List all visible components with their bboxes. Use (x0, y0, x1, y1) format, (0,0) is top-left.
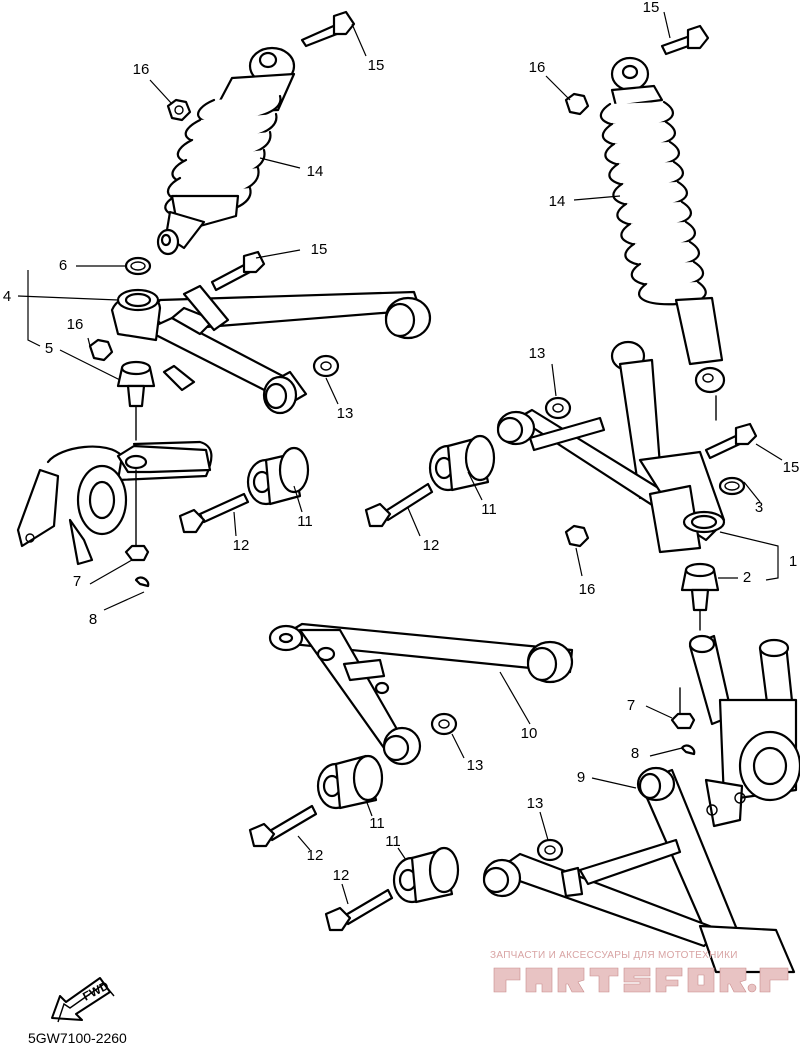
callout-13-lower-right: 13 (526, 795, 544, 812)
callout-15-top-left: 15 (367, 57, 385, 74)
callout-11-lower-left: 11 (369, 815, 385, 832)
callout-10: 10 (520, 725, 538, 742)
fwd-arrow-icon (51, 977, 115, 1023)
callout-11-upper-left: 11 (297, 513, 313, 530)
cotter-pin-8-right (680, 744, 696, 756)
callout-15-mid-left: 15 (310, 241, 328, 258)
watermark-tagline: ЗАПЧАСТИ И АКСЕССУАРЫ ДЛЯ МОТОТЕХНИКИ (490, 950, 738, 961)
callout-6: 6 (58, 257, 68, 274)
shock-absorber-left (156, 46, 296, 256)
bushing-11-lower-right (392, 846, 460, 904)
nut-16-top-right (564, 92, 590, 116)
callout-12-upper-left: 12 (232, 537, 250, 554)
callout-14-left: 14 (306, 163, 324, 180)
callout-16-left: 16 (66, 316, 84, 333)
nut-7-right (670, 687, 696, 730)
watermark-logo (493, 967, 789, 993)
nut-16-top-left (166, 98, 192, 122)
callout-1: 1 (788, 553, 798, 570)
collar-13-upper-left (312, 354, 340, 378)
lower-arm-10 (268, 622, 574, 766)
collar-13-lower-right (536, 838, 564, 862)
callout-16-right: 16 (578, 581, 596, 598)
callout-15-mid-right: 15 (782, 459, 800, 476)
bushing-11-left (246, 446, 310, 506)
callout-8-left: 8 (88, 611, 98, 628)
nut-16-left (88, 338, 114, 362)
callout-11-upper-right: 11 (481, 501, 497, 518)
callout-3: 3 (754, 499, 764, 516)
callout-13-lower-left: 13 (466, 757, 484, 774)
callout-14-right: 14 (548, 193, 566, 210)
circlip-3-right (718, 476, 746, 496)
cotter-pin-8-left (134, 576, 150, 588)
callout-7-right: 7 (626, 697, 636, 714)
callout-2: 2 (742, 569, 752, 586)
bolt-12-left (178, 492, 250, 534)
shock-absorber-right (599, 56, 726, 421)
leader-lines (17, 11, 783, 905)
lower-arm-9 (482, 766, 796, 974)
callout-8-right: 8 (630, 745, 640, 762)
collar-13-lower-left (430, 712, 458, 736)
diagram-code: 5GW7100-2260 (28, 1030, 127, 1046)
steering-knuckle-left (16, 440, 213, 566)
callout-5: 5 (44, 340, 54, 357)
callout-16-top-right: 16 (528, 59, 546, 76)
callout-13-upper-right: 13 (528, 345, 546, 362)
bolt-12-lower-right (324, 888, 394, 932)
callout-12-upper-right: 12 (422, 537, 440, 554)
circlip-6-left (124, 256, 152, 276)
callout-16-top-left: 16 (132, 61, 150, 78)
callout-9: 9 (576, 769, 586, 786)
callout-4: 4 (2, 288, 12, 305)
callout-15-top-right: 15 (642, 0, 660, 16)
callout-12-lower-left: 12 (306, 847, 324, 864)
bushing-11-upper-right (428, 434, 496, 492)
bolt-15-mid-right (704, 422, 758, 460)
steering-knuckle-right (688, 634, 800, 828)
callout-7-left: 7 (72, 573, 82, 590)
bolt-12-upper-right (364, 482, 434, 528)
upper-arm-left (110, 284, 432, 415)
nut-7-left (124, 469, 150, 562)
callout-12-lower-right: 12 (332, 867, 350, 884)
callout-11-lower-right: 11 (385, 833, 401, 850)
nut-16-right (564, 524, 590, 548)
ball-joint-5-left (116, 360, 156, 441)
bolt-12-lower-left (248, 804, 318, 848)
bolt-15-top-left (300, 10, 356, 48)
callout-13-upper-left: 13 (336, 405, 354, 422)
bolt-15-top-right (660, 24, 710, 56)
upper-arm-right (496, 340, 726, 554)
bushing-11-lower-left (316, 754, 384, 810)
collar-13-upper-right (544, 396, 572, 420)
ball-joint-2-right (680, 562, 720, 631)
